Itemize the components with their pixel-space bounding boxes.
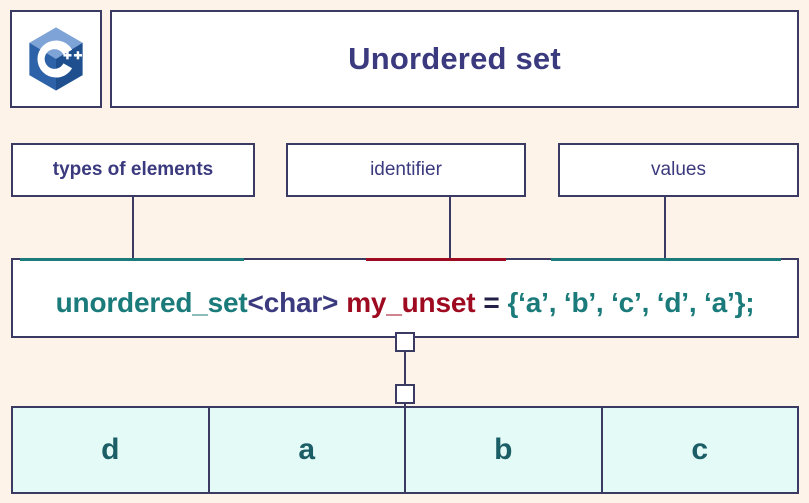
underline-marker-identifier xyxy=(366,258,506,261)
code-token-values: {‘a’, ‘b’, ‘c’, ‘d’, ‘a’}; xyxy=(507,287,755,318)
label-text-types-of-elements: types of elements xyxy=(52,159,214,180)
label-box-identifier: identifier xyxy=(286,143,526,197)
table-cell: c xyxy=(602,408,797,492)
connector-identifier xyxy=(449,197,451,260)
code-token-assign: = xyxy=(483,287,500,318)
label-box-values: values xyxy=(558,143,799,197)
link-square-top xyxy=(395,332,415,352)
underline-marker-values xyxy=(551,258,781,261)
connector-types-of-elements xyxy=(132,197,134,260)
code-token-identifier: my_unset xyxy=(346,287,476,318)
underline-marker-type xyxy=(20,258,244,261)
cpp-logo-icon xyxy=(29,27,83,91)
title-box: Unordered set xyxy=(110,10,799,108)
code-statement: unordered_set<char>my_unset={‘a’, ‘b’, ‘… xyxy=(11,270,799,336)
table-cell: b xyxy=(406,408,603,492)
connector-values xyxy=(664,197,666,260)
link-line-squares xyxy=(404,351,406,385)
table-cell: a xyxy=(209,408,406,492)
label-text-values: values xyxy=(651,159,706,180)
page-title: Unordered set xyxy=(348,41,561,76)
label-text-identifier: identifier xyxy=(370,159,442,180)
table-cell: d xyxy=(13,408,210,492)
code-token-generic: <char> xyxy=(247,287,339,318)
set-contents-table: d a b c xyxy=(11,406,799,494)
link-square-bottom xyxy=(395,384,415,404)
label-box-types-of-elements: types of elements xyxy=(11,143,255,197)
code-token-type: unordered_set xyxy=(55,287,248,318)
cpp-logo-box xyxy=(10,10,102,108)
